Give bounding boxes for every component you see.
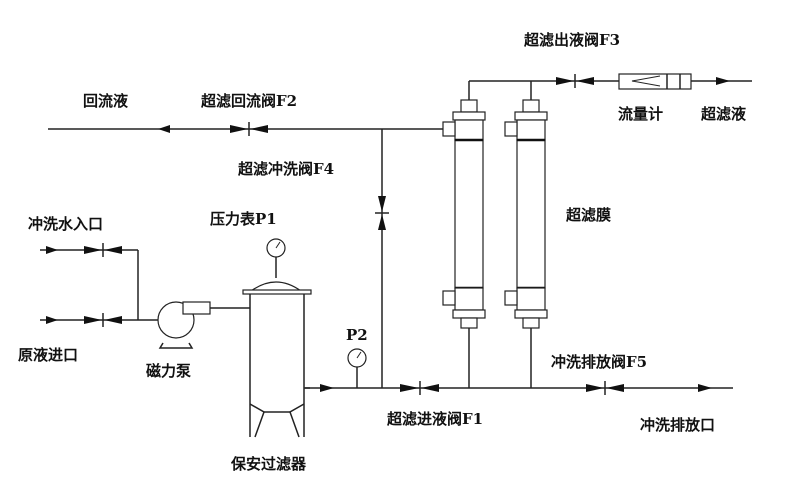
label-return-liquid: 回流液 [83,92,129,110]
valve-f1[interactable] [400,381,439,395]
flow-arrow [46,246,58,254]
pressure-gauge-p1 [266,238,286,278]
label-gauge-p1: 压力表P1 [210,210,277,228]
security-filter [242,281,312,438]
magnetic-pump [157,301,250,349]
valve-f3[interactable] [556,74,594,88]
label-valve-f3: 超滤出液阀F3 [524,31,621,49]
flowmeter [618,73,692,90]
flow-arrow [158,125,170,133]
label-security-filter: 保安过滤器 [231,455,307,473]
label-raw-inlet: 原液进口 [18,346,79,364]
flush-inlet-valve[interactable] [84,243,122,257]
flow-arrow [716,77,730,85]
label-pump: 磁力泵 [146,362,192,380]
label-flush-outlet: 冲洗排放口 [640,416,716,434]
label-valve-f5: 冲洗排放阀F5 [551,353,648,371]
membrane-2 [504,99,548,329]
raw-inlet-valve[interactable] [84,313,122,327]
flow-arrow [46,316,58,324]
valve-f2[interactable] [230,122,268,136]
label-flowmeter: 流量计 [618,105,664,123]
valve-f4[interactable] [375,196,389,230]
label-gauge-p2: P2 [346,326,368,344]
membrane-1 [442,99,486,329]
flow-arrow [698,384,712,392]
label-valve-f2: 超滤回流阀F2 [201,92,298,110]
flow-arrow [320,384,334,392]
label-flush-inlet: 冲洗水入口 [28,215,104,233]
label-membrane: 超滤膜 [566,206,612,224]
label-permeate: 超滤液 [701,105,747,123]
pressure-gauge-p2 [347,348,367,388]
label-valve-f1: 超滤进液阀F1 [387,410,484,428]
valve-f5[interactable] [586,381,624,395]
label-valve-f4: 超滤冲洗阀F4 [238,160,335,178]
